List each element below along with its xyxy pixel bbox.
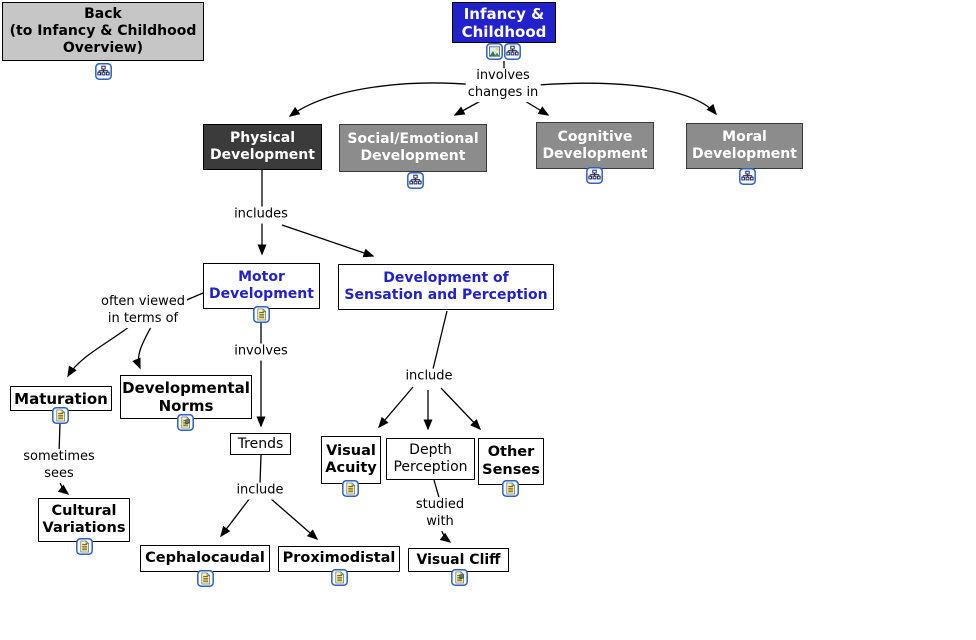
node-developmental-norms[interactable]: Developmental Norms bbox=[120, 375, 252, 419]
link-label-often-viewed-in-terms-of[interactable]: often viewed in terms of bbox=[99, 294, 187, 328]
node-trends[interactable]: Trends bbox=[230, 433, 291, 455]
link-label-involves[interactable]: involves bbox=[232, 343, 290, 361]
node-proximodistal[interactable]: Proximodistal bbox=[278, 546, 400, 572]
node-sensation-and-perception[interactable]: Development of Sensation and Perception bbox=[338, 264, 554, 310]
document-icon[interactable] bbox=[253, 306, 270, 323]
link-label-sometimes-sees[interactable]: sometimes sees bbox=[21, 449, 97, 483]
concept-map-icon[interactable] bbox=[739, 168, 756, 185]
node-infancy-childhood[interactable]: Infancy & Childhood bbox=[452, 2, 556, 43]
node-social-emotional-development[interactable]: Social/Emotional Development bbox=[339, 124, 487, 172]
picture-icon[interactable] bbox=[486, 43, 503, 60]
node-moral-development[interactable]: Moral Development bbox=[686, 123, 803, 169]
node-back-to-overview[interactable]: Back (to Infancy & Childhood Overview) bbox=[2, 2, 204, 61]
concept-map-icon[interactable] bbox=[95, 63, 112, 80]
link-label-include-senses[interactable]: include bbox=[403, 368, 455, 386]
link-label-involves-changes-in[interactable]: involves changes in bbox=[465, 68, 541, 102]
link-label-includes[interactable]: includes bbox=[232, 206, 290, 224]
node-cultural-variations[interactable]: Cultural Variations bbox=[38, 498, 130, 542]
node-other-senses[interactable]: Other Senses bbox=[478, 438, 544, 485]
document-icon[interactable] bbox=[342, 480, 359, 497]
node-maturation[interactable]: Maturation bbox=[10, 386, 112, 411]
document-icon[interactable] bbox=[52, 407, 69, 424]
node-visual-acuity[interactable]: Visual Acuity bbox=[321, 436, 381, 484]
node-cognitive-development[interactable]: Cognitive Development bbox=[536, 122, 654, 169]
document-icon[interactable] bbox=[331, 569, 348, 586]
link-label-studied-with[interactable]: studied with bbox=[413, 497, 467, 531]
document-picture-icon[interactable] bbox=[451, 569, 468, 586]
node-visual-cliff[interactable]: Visual Cliff bbox=[408, 548, 509, 572]
node-depth-perception[interactable]: Depth Perception bbox=[386, 438, 475, 480]
concept-map-icon[interactable] bbox=[407, 172, 424, 189]
link-label-include-trends[interactable]: include bbox=[234, 482, 286, 500]
concept-map-icon[interactable] bbox=[504, 43, 521, 60]
document-icon[interactable] bbox=[502, 480, 519, 497]
node-cephalocaudal[interactable]: Cephalocaudal bbox=[140, 545, 270, 572]
node-physical-development[interactable]: Physical Development bbox=[203, 124, 322, 170]
document-icon[interactable] bbox=[197, 570, 214, 587]
document-picture-icon[interactable] bbox=[177, 414, 194, 431]
concept-map-icon[interactable] bbox=[586, 167, 603, 184]
node-motor-development[interactable]: Motor Development bbox=[203, 263, 320, 309]
document-icon[interactable] bbox=[76, 538, 93, 555]
